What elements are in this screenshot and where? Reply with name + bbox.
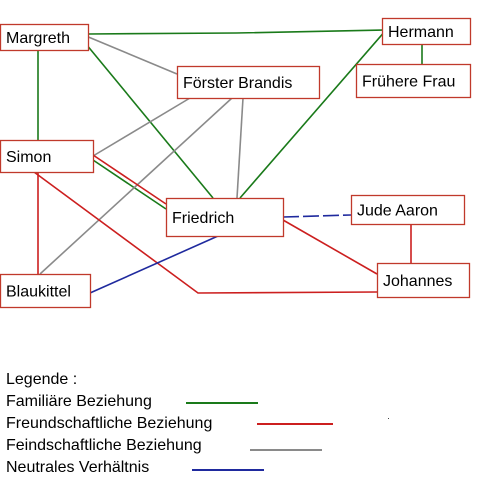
- node-box: [165, 197, 285, 238]
- legend-label-neutral: Neutrales Verhältnis: [6, 459, 150, 476]
- node-label: Friedrich: [172, 210, 234, 227]
- legend-label-friendship: Freundschaftliche Beziehung: [6, 415, 213, 432]
- edge-hostile-foerster_brandis-blaukittel: [39, 97, 233, 275]
- node-box: [0, 139, 95, 174]
- node-blaukittel: Blaukittel: [0, 273, 92, 309]
- node-foerster-brandis: Förster Brandis: [176, 65, 321, 100]
- node-label: Blaukittel: [6, 284, 71, 301]
- node-box: [376, 262, 471, 299]
- node-box: [381, 17, 472, 46]
- node-johannes: Johannes: [376, 262, 471, 299]
- edge-neutral-friedrich-blaukittel: [89, 235, 219, 294]
- node-label: Förster Brandis: [183, 75, 292, 92]
- node-label: Margreth: [6, 30, 70, 47]
- edge-hostile-foerster_brandis-friedrich: [236, 97, 244, 199]
- legend-label-familial: Familiäre Beziehung: [6, 393, 152, 410]
- node-box: [0, 273, 92, 309]
- node-simon: Simon: [0, 139, 95, 174]
- node-margreth: Margreth: [0, 23, 90, 52]
- node-jude-aaron: Jude Aaron: [350, 194, 466, 226]
- legend-title: Legende :: [6, 371, 78, 388]
- node-label: Simon: [6, 149, 51, 166]
- node-label: Jude Aaron: [357, 203, 438, 220]
- legend-line-friendship: [257, 423, 333, 425]
- node-box: [355, 63, 472, 99]
- edge-neutral-friedrich-jude_aaron: [282, 214, 352, 218]
- node-box: [350, 194, 466, 226]
- node-label: Hermann: [388, 24, 454, 41]
- node-friedrich: Friedrich: [165, 197, 285, 238]
- node-box: [0, 23, 90, 52]
- edge-hostile-margreth-foerster_brandis: [85, 35, 178, 75]
- edges-layer: [33, 29, 423, 294]
- edge-familial-margreth-hermann: [87, 29, 387, 35]
- stray-dot: [388, 418, 389, 419]
- edge-hostile-simon-foerster_brandis: [92, 97, 191, 157]
- edge-friendship-friedrich-johannes: [282, 219, 378, 275]
- legend-line-hostile: [250, 449, 322, 451]
- edge-familial-simon-friedrich: [92, 159, 167, 210]
- edge-familial-margreth-friedrich: [85, 43, 214, 199]
- node-label: Johannes: [383, 273, 452, 290]
- legend-label-hostile: Feindschaftliche Beziehung: [6, 437, 202, 454]
- node-fruehere-frau: Frühere Frau: [355, 63, 472, 99]
- edge-friendship-simon-johannes: [33, 171, 378, 294]
- node-label: Frühere Frau: [362, 74, 455, 91]
- edge-friendship-simon-friedrich: [92, 154, 167, 205]
- legend-line-familial: [186, 402, 258, 404]
- edge-familial-hermann-friedrich: [239, 29, 387, 199]
- legend-line-neutral: [192, 469, 264, 471]
- node-box: [176, 65, 321, 100]
- node-hermann: Hermann: [381, 17, 472, 46]
